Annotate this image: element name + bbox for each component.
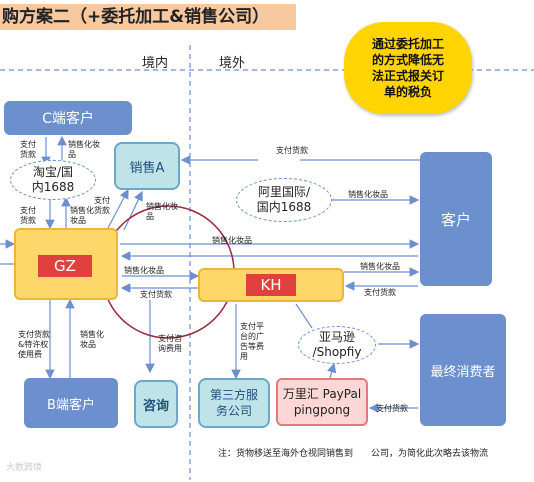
paypal-line-2: pingpong — [293, 403, 351, 417]
label-pay-platform: 支付平台的广告等费用 — [240, 322, 264, 361]
footnote: 注：货物移送至海外仓视同销售到 公司，为简化此次略去该物流 — [218, 449, 489, 459]
label-pay-goods: 支付货款 — [20, 140, 36, 159]
label-pay-royalty: 支付货款&特许权使用费 — [18, 330, 50, 359]
amazon-line-1: 亚马逊 — [318, 330, 355, 344]
node-b-client: B端客户 — [24, 378, 118, 428]
label-pay-goods: 支付货款 — [364, 288, 396, 297]
alibaba-line-1: 阿里国际/ — [257, 185, 311, 199]
node-end-consumer: 最终消费者 — [420, 314, 506, 426]
label-cosmetics: 销售化妆品 — [68, 140, 100, 159]
node-amazon: 亚马逊/Shopfiy — [298, 326, 376, 364]
region-domestic: 境内 — [142, 56, 169, 71]
label-pay-goods: 支付货款 — [276, 146, 308, 155]
label-cosmetics: 销售化妆品 — [146, 202, 178, 221]
node-taobao: 淘宝/国内1688 — [10, 160, 96, 200]
alibaba-line-2: 国内1688 — [256, 200, 312, 214]
region-overseas: 境外 — [219, 56, 246, 71]
watermark: 大数跨境 — [6, 463, 43, 473]
third-party-line-1: 第三方服 — [209, 388, 258, 402]
node-paypal: 万里汇 PayPal pingpong — [276, 378, 368, 426]
callout-line-4: 单的税负 — [383, 85, 432, 99]
label-cosmetics: 销售化妆品 — [124, 266, 164, 275]
gz-label: GZ — [38, 255, 92, 277]
page-title: 购方案二（+委托加工&销售公司） — [0, 4, 296, 30]
paypal-line-1: 万里汇 PayPal — [282, 387, 362, 401]
node-kh: KH — [198, 268, 344, 302]
label-cosmetics: 销售化妆品 — [70, 206, 94, 225]
taobao-line-2: 内1688 — [31, 180, 75, 194]
label-pay-consult: 支付咨询费用 — [158, 334, 182, 353]
label-cosmetics: 销售化妆品 — [80, 330, 104, 349]
callout-line-2: 的方式降低无 — [371, 53, 444, 67]
third-party-line-2: 务公司 — [215, 404, 252, 418]
label-cosmetics: 销售化妆品 — [348, 190, 388, 199]
node-third-party: 第三方服务公司 — [198, 378, 270, 428]
node-c-client: C端客户 — [4, 101, 132, 135]
callout-bubble: 通过委托加工 的方式降低无 法正式报关订 单的税负 — [344, 22, 472, 114]
node-sales-a: 销售A — [114, 142, 180, 190]
node-gz: GZ — [14, 228, 118, 300]
node-consult: 咨询 — [134, 380, 178, 428]
label-pay-goods: 支付货款 — [94, 196, 110, 215]
kh-label: KH — [246, 274, 296, 296]
node-alibaba: 阿里国际/国内1688 — [236, 178, 332, 222]
label-pay-goods: 支付货款 — [20, 206, 36, 225]
callout-line-1: 通过委托加工 — [371, 37, 444, 51]
callout-line-3: 法正式报关订 — [371, 69, 444, 83]
label-pay-goods: 支付货款 — [376, 404, 408, 413]
label-pay-goods: 支付货款 — [140, 290, 172, 299]
taobao-line-1: 淘宝/国 — [32, 165, 74, 179]
label-cosmetics: 销售化妆品 — [360, 262, 400, 271]
node-customer: 客户 — [420, 152, 492, 286]
amazon-line-2: /Shopfiy — [312, 345, 362, 359]
label-cosmetics: 销售化妆品 — [212, 236, 252, 245]
